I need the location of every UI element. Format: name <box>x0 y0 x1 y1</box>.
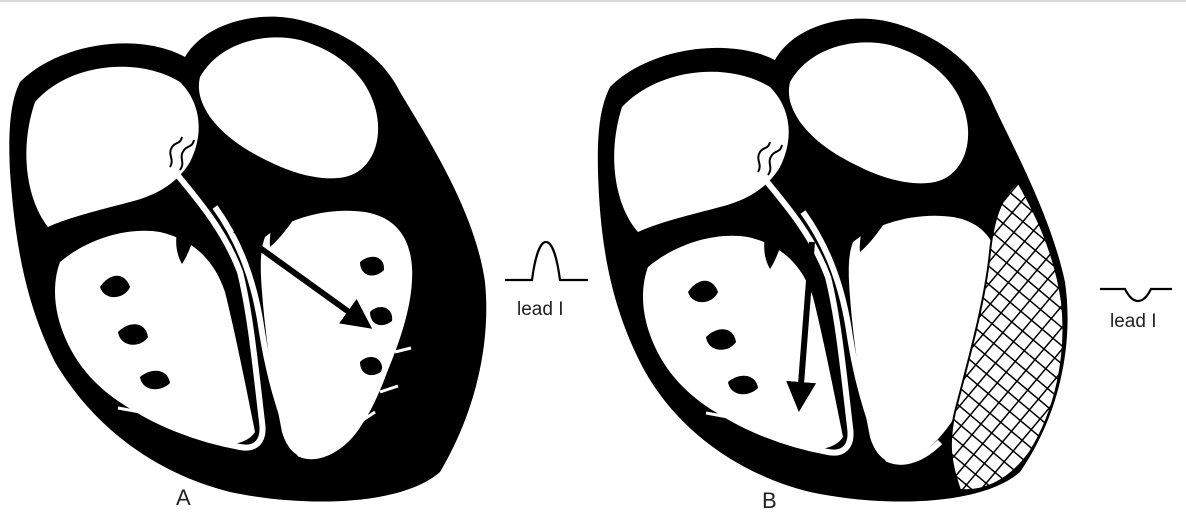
panel-a-letter: A <box>176 485 191 510</box>
lead-a-label: lead I <box>517 299 563 320</box>
panel-b-letter: B <box>762 488 777 513</box>
lead-a-trace <box>505 242 588 280</box>
heart-b <box>598 19 1068 502</box>
lead-b-trace <box>1100 289 1172 301</box>
lead-b-label: lead I <box>1110 311 1156 332</box>
heart-a <box>9 17 486 502</box>
